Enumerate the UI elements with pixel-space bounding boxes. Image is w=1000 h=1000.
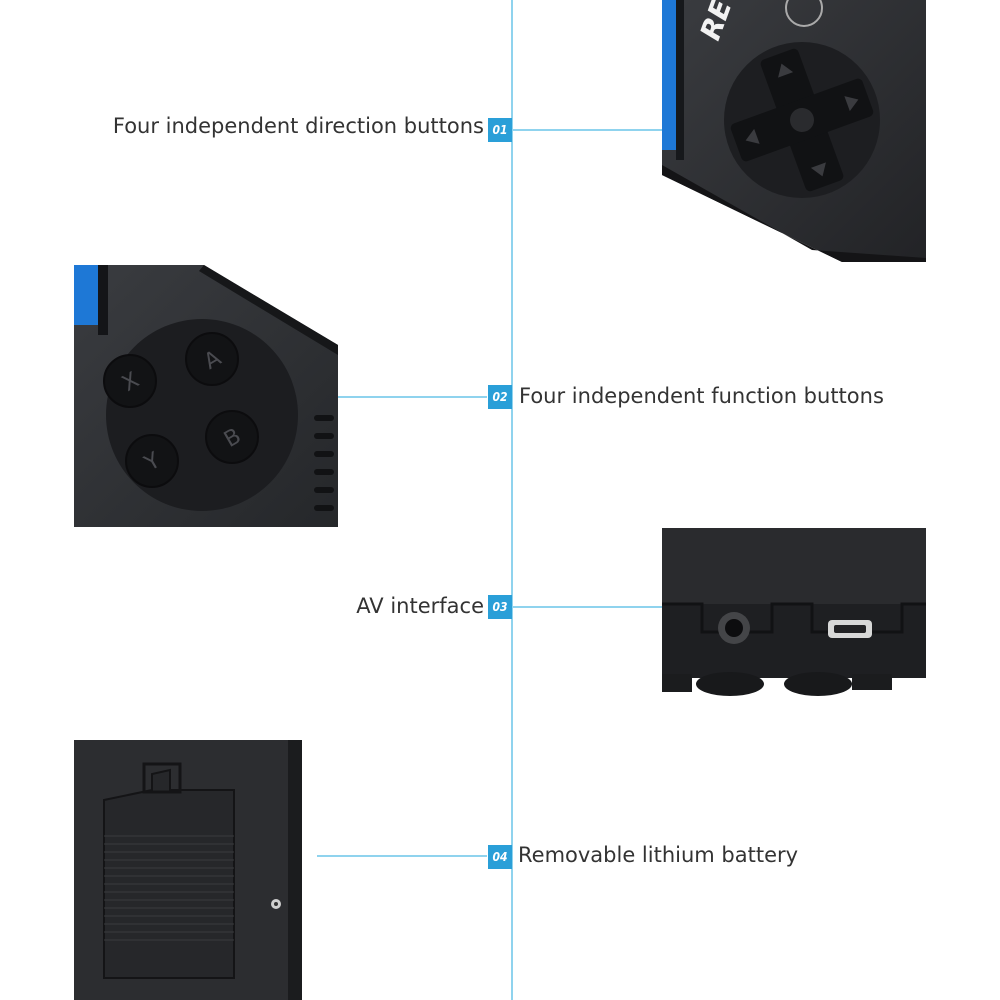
feature-badge-02: 02 [488, 385, 512, 409]
connector-04 [317, 855, 487, 857]
connector-02 [337, 396, 487, 398]
av-interface-photo [662, 528, 926, 696]
dpad-photo: RE [662, 0, 926, 262]
feature-badge-03: 03 [488, 595, 512, 619]
feature-label-04: Removable lithium battery [518, 843, 799, 867]
battery-cover-photo [74, 740, 302, 1000]
feature-badge-01: 01 [488, 118, 512, 142]
speaker-grille [314, 415, 334, 511]
screen-edge [662, 0, 676, 150]
center-connector-line [511, 0, 513, 1000]
feature-badge-04: 04 [488, 845, 512, 869]
feature-label-01: Four independent direction buttons [112, 114, 484, 138]
connector-01 [513, 129, 662, 131]
feature-label-02: Four independent function buttons [519, 384, 884, 408]
dpad-icon [730, 48, 874, 192]
battery-cover-icon [103, 768, 235, 979]
function-buttons-photo: X A Y B [74, 265, 338, 527]
connector-03 [513, 606, 662, 608]
feature-label-03: AV interface [356, 594, 484, 618]
screen-edge [74, 265, 98, 325]
